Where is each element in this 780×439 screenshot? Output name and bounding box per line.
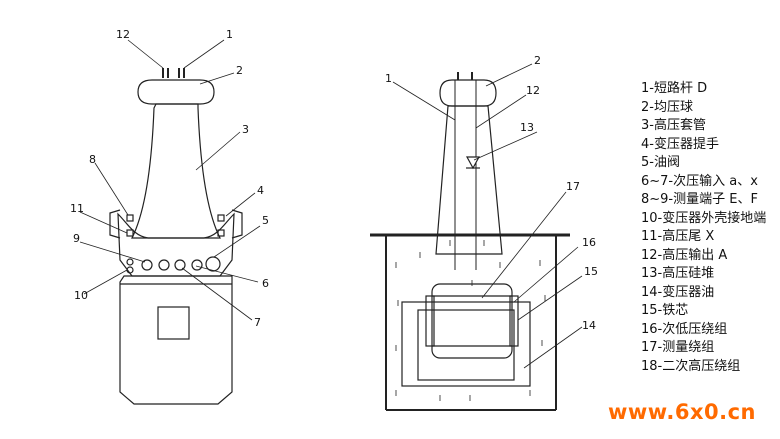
legend-item: 17-测量绕组: [641, 340, 715, 355]
legend-item: 15-铁芯: [641, 303, 689, 318]
callout-label: 12: [526, 84, 540, 97]
legend-item: 13-高压硅堆: [641, 266, 715, 281]
legend-item: 6~7-次压输入 a、x: [641, 173, 758, 189]
legend-item: 16-次低压绕组: [641, 321, 728, 337]
tank-top: [117, 212, 235, 277]
callout-label: 1: [226, 28, 233, 41]
callout-label: 6: [262, 277, 269, 290]
callout-label: 1: [385, 72, 392, 85]
callout-label: 4: [257, 184, 264, 197]
tank-body: [119, 275, 233, 405]
legend-item: 11-高压尾 X: [641, 229, 715, 244]
legend-item: 4-变压器提手: [641, 136, 719, 152]
legend-item: 18-二次高压绕组: [641, 358, 741, 374]
callout-label: 16: [582, 236, 596, 249]
callout-label: 11: [70, 202, 84, 215]
right-cross-section: [370, 63, 583, 411]
legend-item: 12-高压输出 A: [641, 247, 728, 263]
left-external-view: [79, 39, 261, 405]
callout-label: 10: [74, 289, 88, 302]
legend-item: 3-高压套管: [641, 118, 706, 133]
grading-ball: [137, 79, 215, 105]
callout-label: 17: [566, 180, 580, 193]
callout-label: 15: [584, 265, 598, 278]
legend-list: 1-短路杆 D 2-均压球 3-高压套管 4-变压器提手 5-油阀 6~7-次压…: [641, 80, 766, 376]
callout-label: 12: [116, 28, 130, 41]
section-grading-ball: [439, 79, 497, 107]
callout-label: 9: [73, 232, 80, 245]
legend-item: 2-均压球: [641, 99, 693, 115]
callout-label: 8: [89, 153, 96, 166]
right-handle: [231, 209, 243, 239]
legend-item: 1-短路杆 D: [641, 81, 708, 96]
iron-core: [401, 301, 531, 387]
left-handle: [109, 209, 121, 239]
callout-label: 2: [534, 54, 541, 67]
callout-label: 14: [582, 319, 596, 332]
site-watermark: www.6x0.cn: [608, 400, 756, 424]
callout-label: 13: [520, 121, 534, 134]
callout-label: 3: [242, 123, 249, 136]
section-bushing: [435, 105, 503, 255]
nameplate: [157, 306, 190, 340]
legend-item: 5-油阀: [641, 155, 680, 170]
callout-label: 5: [262, 214, 269, 227]
legend-item: 14-变压器油: [641, 284, 715, 300]
callout-label: 7: [254, 316, 261, 329]
lv-winding: [431, 283, 513, 359]
hv-bushing: [131, 103, 221, 239]
legend-item: 10-变压器外壳接地端: [641, 210, 767, 226]
callout-label: 2: [236, 64, 243, 77]
legend-item: 8~9-测量端子 E、F: [641, 192, 758, 207]
